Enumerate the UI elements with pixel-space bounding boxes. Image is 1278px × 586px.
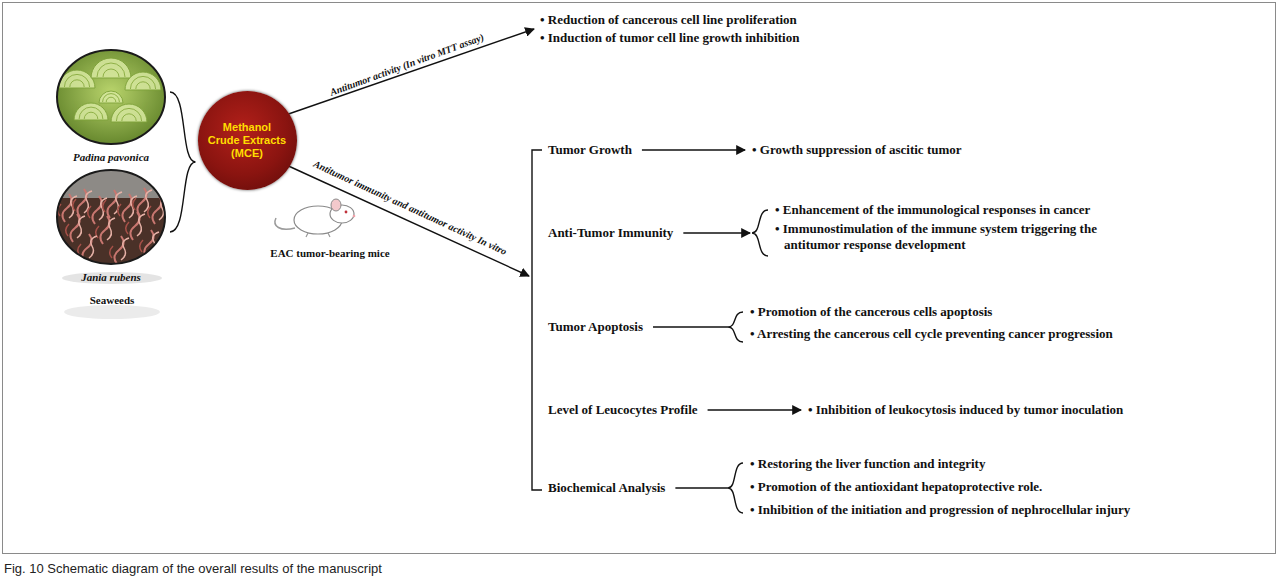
result-bullet: • Growth suppression of ascitic tumor: [752, 142, 962, 158]
line-label: Antitumor activity (In vitro MTT assay): [328, 31, 485, 98]
category-label: Level of Leucocytes Profile: [548, 402, 698, 418]
result-bullet: • Inhibition of leukocytosis induced by …: [808, 402, 1123, 418]
species-name: Padina pavonica: [25, 150, 197, 164]
arrow-line: [675, 487, 728, 488]
result-bullet: • Induction of tumor cell line growth in…: [540, 30, 799, 46]
result-bullet: • Promotion of the cancerous cells apopt…: [750, 304, 992, 320]
category-label: Anti-Tumor Immunity: [548, 225, 673, 241]
extract-name: Methanol Crude Extracts (MCE): [207, 121, 287, 160]
group-label: Seaweeds: [90, 293, 135, 307]
curly-brace: [170, 92, 196, 232]
mouse-illustration: [275, 199, 355, 237]
arrow-line: [683, 232, 750, 233]
photo-shadow: [64, 305, 160, 319]
arrow-line: [653, 326, 728, 327]
seaweed-photo-node: Jania rubens: [55, 168, 167, 266]
bracket: [532, 150, 542, 490]
mouse-ear: [331, 199, 341, 211]
arrow-line: [642, 149, 745, 150]
result-bullet: • Promotion of the antioxidant hepatopro…: [750, 479, 1042, 495]
seaweed-photo-node: Padina pavonica: [55, 48, 167, 146]
figure-caption: Fig. 10 Schematic diagram of the overall…: [4, 561, 382, 577]
curly-brace: [728, 312, 743, 342]
arrow-line: [289, 29, 535, 114]
mouse-nose: [353, 215, 356, 218]
mouse-eye: [345, 211, 348, 214]
figure-frame: [3, 3, 1276, 554]
species-name: Jania rubens: [25, 270, 197, 284]
result-bullet: • Enhancement of the immunological respo…: [775, 202, 1090, 218]
mouse-feet: [306, 233, 330, 237]
curly-brace: [728, 463, 743, 513]
line-label: Antitumor immunity and antitumor activit…: [311, 158, 508, 258]
seaweed-photo: [55, 168, 167, 266]
seaweed-photo: [55, 48, 167, 146]
curly-brace: [752, 210, 768, 256]
arrow-line: [708, 409, 801, 410]
result-bullet: • Arresting the cancerous cell cycle pre…: [750, 326, 1113, 342]
category-label: Tumor Apoptosis: [548, 319, 643, 335]
category-label: Tumor Growth: [548, 142, 632, 158]
result-bullet: • Restoring the liver function and integ…: [750, 456, 985, 472]
result-bullet: • Reduction of cancerous cell line proli…: [540, 12, 797, 28]
arrow-line: [289, 166, 530, 276]
result-bullet: • Immunostimulation of the immune system…: [775, 221, 1146, 253]
result-bullet: • Inhibition of the initiation and progr…: [750, 502, 1130, 518]
extract-circle: Methanol Crude Extracts (MCE): [198, 91, 297, 190]
mouse-tail: [275, 218, 295, 229]
category-label: Biochemical Analysis: [548, 480, 665, 496]
model-label: EAC tumor-bearing mice: [270, 246, 389, 260]
